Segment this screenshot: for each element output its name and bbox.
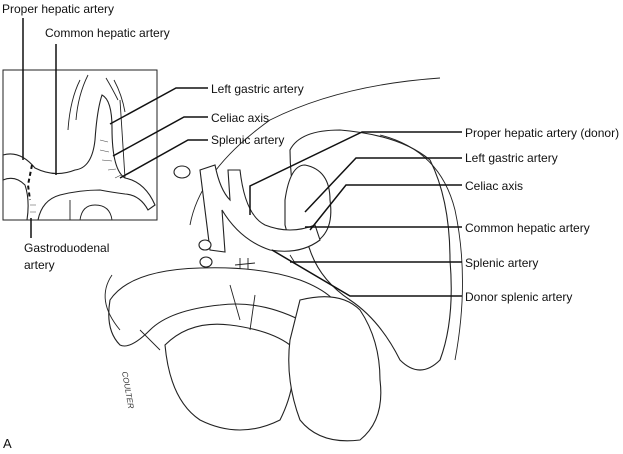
label-left-gastric-artery: Left gastric artery (211, 82, 304, 96)
panel-letter: A (3, 436, 12, 451)
label-celiac-axis-main: Celiac axis (465, 179, 523, 193)
label-splenic-artery-main: Splenic artery (465, 256, 538, 270)
label-common-hepatic-artery-main: Common hepatic artery (465, 221, 590, 235)
label-gastroduodenal-artery: artery (24, 258, 55, 272)
label-left-gastric-artery-main: Left gastric artery (465, 151, 558, 165)
label-gastroduodenal: Gastroduodenal (24, 241, 109, 255)
label-celiac-axis: Celiac axis (211, 111, 269, 125)
label-proper-hepatic-artery-donor: Proper hepatic artery (donor) (465, 126, 619, 140)
artist-signature: COULTER (120, 371, 135, 410)
leader-lines (22, 18, 462, 297)
inset-panel (2, 69, 158, 221)
label-donor-splenic-artery: Donor splenic artery (465, 290, 572, 304)
svg-text:COULTER: COULTER (120, 371, 135, 410)
main-anatomy (104, 77, 463, 442)
label-common-hepatic-artery: Common hepatic artery (45, 26, 170, 40)
label-splenic-artery: Splenic artery (211, 133, 284, 147)
label-proper-hepatic-artery: Proper hepatic artery (2, 2, 114, 16)
